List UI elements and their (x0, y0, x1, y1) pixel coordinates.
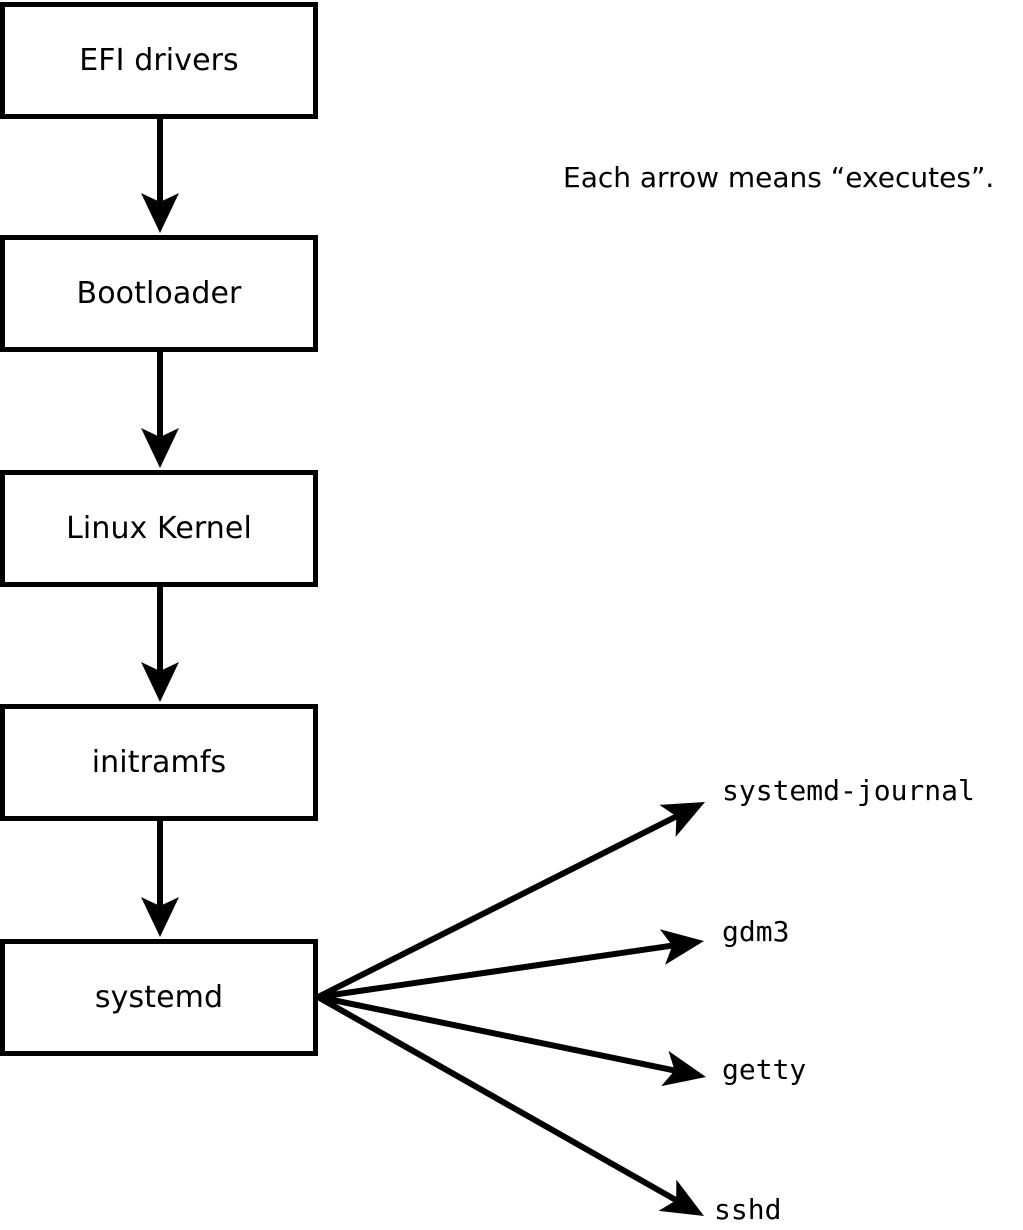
fanout-shaft-sshd (316, 994, 680, 1204)
stage-box-initramfs: initramfs (0, 704, 318, 821)
arrowhead-bootloader-to-kernel (141, 428, 179, 468)
fanout-arrow-gdm3 (317, 929, 704, 1000)
stage-box-bootloader: Bootloader (0, 235, 318, 352)
diagram-caption: Each arrow means “executes”. (563, 161, 995, 194)
fanout-arrowhead-systemd-journal (659, 802, 705, 837)
stage-box-linux-kernel: Linux Kernel (0, 470, 318, 587)
fanout-shaft-systemd-journal (316, 812, 680, 1000)
fanout-shaft-gdm3 (317, 942, 675, 1000)
arrowhead-efi-to-bootloader (141, 193, 179, 233)
service-label-gdm3: gdm3 (722, 915, 790, 948)
service-label-systemd-journal: systemd-journal (722, 774, 975, 807)
service-label-getty: getty (722, 1053, 807, 1086)
stage-label-linux-kernel: Linux Kernel (66, 510, 252, 546)
fanout-shaft-getty (317, 994, 678, 1074)
connector-efi-to-bootloader (141, 119, 179, 233)
fanout-arrow-systemd-journal (316, 802, 705, 1000)
service-label-sshd: sshd (714, 1193, 782, 1226)
stage-label-systemd: systemd (94, 979, 224, 1015)
arrowhead-initramfs-to-systemd (141, 897, 179, 937)
connector-initramfs-to-systemd (141, 821, 179, 937)
stage-box-efi-drivers: EFI drivers (0, 2, 318, 119)
fanout-arrowhead-sshd (658, 1179, 704, 1216)
fanout-arrowhead-getty (661, 1050, 706, 1087)
stage-label-bootloader: Bootloader (76, 275, 242, 311)
fanout-arrow-sshd (316, 994, 704, 1216)
fanout-arrowhead-gdm3 (659, 929, 704, 965)
stage-label-efi-drivers: EFI drivers (79, 42, 239, 78)
stage-box-systemd: systemd (0, 939, 318, 1056)
connector-bootloader-to-kernel (141, 352, 179, 468)
connector-kernel-to-initramfs (141, 587, 179, 702)
stage-label-initramfs: initramfs (91, 744, 227, 780)
fanout-arrow-getty (317, 994, 706, 1087)
arrowhead-kernel-to-initramfs (141, 662, 179, 702)
